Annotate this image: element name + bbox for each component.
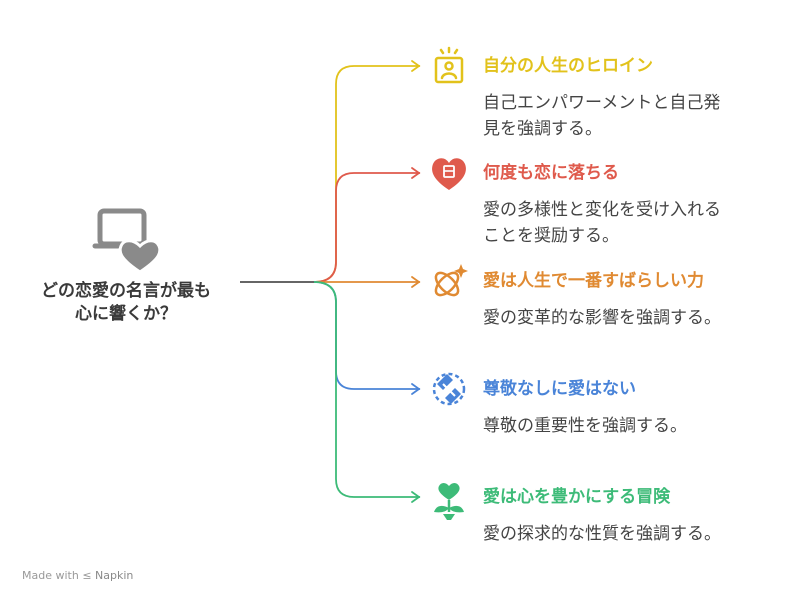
napkin-brand: Napkin [95,569,134,582]
heart-plant-icon [434,483,464,520]
branch-title-greatest-power: 愛は人生で一番すばらしい力 [483,271,704,291]
made-with-label: Made with [22,569,79,582]
branch-desc-greatest-power: 愛の変革的な影響を強調する。 [483,305,783,331]
connector-adventure [313,281,420,498]
heroine-portrait-icon [434,46,464,84]
connector-greatest-power-arrowhead [411,276,421,288]
branch-desc-line: ことを奨励する。 [483,226,619,246]
branch-desc-line: 見を強調する。 [483,119,602,139]
root-line-1: どの恋愛の名言が最も [41,281,211,301]
root-line-2: 心に響くか？ [75,304,177,324]
branch-desc-line: 自己エンパワーメントと自己発 [483,93,721,113]
heart-house-icon [432,158,466,190]
branch-title-adventure: 愛は心を豊かにする冒険 [483,487,671,507]
connectors [240,60,421,503]
connector-heroine-arrowhead [411,60,421,72]
connector-adventure-arrowhead [411,491,421,503]
branch-desc-fall-in-love: 愛の多様性と変化を受け入れる ことを奨励する。 [483,197,783,249]
branch-desc-heroine: 自己エンパワーメントと自己発 見を強調する。 [483,90,783,142]
branch-title-fall-in-love: 何度も恋に落ちる [483,163,619,183]
branch-title-heroine: 自分の人生のヒロイン [483,56,653,76]
branch-desc-adventure: 愛の探求的な性質を強調する。 [483,521,783,547]
branch-desc-respect: 尊敬の重要性を強調する。 [483,413,783,439]
handshake-icon [432,372,466,406]
connector-fall-in-love [313,172,420,283]
root-question: どの恋愛の名言が最も 心に響くか？ [14,280,238,326]
branch-desc-line: 尊敬の重要性を強調する。 [483,416,687,436]
laptop-heart-icon [92,208,162,274]
connector-respect-arrowhead [411,383,421,395]
branch-title-respect: 尊敬なしに愛はない [483,379,636,399]
branch-desc-line: 愛の探求的な性質を強調する。 [483,524,721,544]
connector-respect [313,281,420,390]
branch-desc-line: 愛の変革的な影響を強調する。 [483,308,721,328]
connector-heroine [313,65,420,283]
napkin-logo-icon: ≤ [82,569,92,582]
made-with-napkin: Made with ≤ Napkin [22,569,133,582]
branch-desc-line: 愛の多様性と変化を受け入れる [483,200,721,220]
orbit-sparkle-icon [434,264,468,297]
connector-fall-in-love-arrowhead [411,167,421,179]
